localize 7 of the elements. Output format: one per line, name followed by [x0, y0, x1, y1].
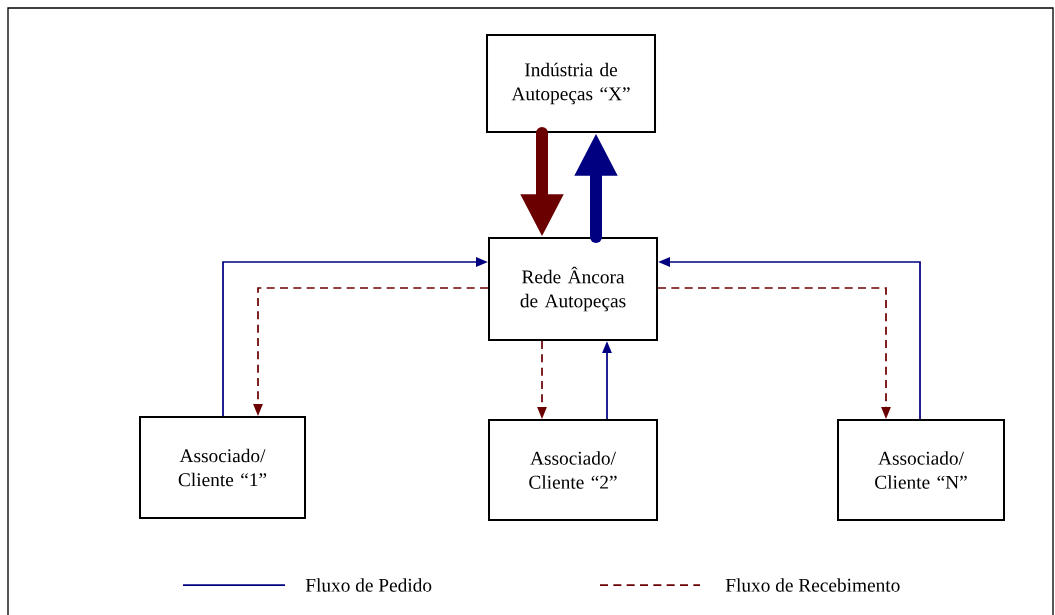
process-box: Associado/ Cliente “N” — [837, 419, 1005, 521]
process-box: Associado/ Cliente “1” — [139, 416, 306, 519]
process-box: Rede Âncora de Autopeças — [488, 237, 658, 341]
legend-label: Fluxo de Pedido — [305, 578, 432, 592]
legend-label: Fluxo de Recebimento — [725, 578, 900, 592]
process-box: Indústria de Autopeças “X” — [486, 34, 656, 133]
process-box: Associado/ Cliente “2” — [488, 419, 658, 521]
